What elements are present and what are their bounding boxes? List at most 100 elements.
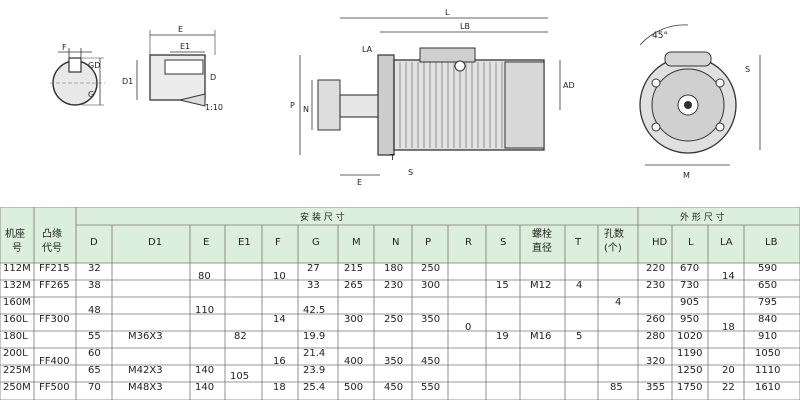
end-label-angle: 45° <box>652 31 668 41</box>
frame-250m: 250M <box>3 382 31 393</box>
frame-200l: 200L <box>3 348 28 359</box>
group-outline-header: 外 形 尺 寸 <box>680 211 725 223</box>
technical-drawing: F GD G E E1 D1 D 1:10 <box>50 8 761 187</box>
g-19-9: 19.9 <box>303 331 325 342</box>
header-d1: D1 <box>148 237 162 248</box>
flange-ff500: FF500 <box>39 382 70 393</box>
e-140b: 140 <box>195 382 214 393</box>
header-e: E <box>203 237 209 248</box>
g-23-9: 23.9 <box>303 365 325 376</box>
g-21-4: 21.4 <box>303 348 325 359</box>
flange-ff300: FF300 <box>39 314 70 325</box>
header-holes-line1: 孔数 <box>604 227 624 240</box>
side-label-t: T <box>389 153 395 162</box>
d-65: 65 <box>88 365 101 376</box>
l-670: 670 <box>680 263 699 274</box>
header-d: D <box>90 237 98 248</box>
d-48: 48 <box>88 305 101 316</box>
frame-112m: 112M <box>3 263 31 274</box>
lb-590: 590 <box>758 263 777 274</box>
d1-m36: M36X3 <box>128 331 163 342</box>
taper-label: 1:10 <box>205 103 223 112</box>
la-14: 14 <box>722 271 735 282</box>
f-14: 14 <box>273 314 286 325</box>
header-f: F <box>275 237 281 248</box>
header-la: LA <box>720 237 733 248</box>
p-450: 450 <box>421 356 440 367</box>
n-180: 180 <box>384 263 403 274</box>
lb-650: 650 <box>758 280 777 291</box>
s-15: 15 <box>496 280 509 291</box>
side-label-n: N <box>303 105 309 114</box>
l-1750: 1750 <box>677 382 702 393</box>
frame-160m: 160M <box>3 297 31 308</box>
frame-132m: 132M <box>3 280 31 291</box>
r-0: 0 <box>465 322 471 333</box>
shaft-keyway-section: F GD G <box>50 43 105 106</box>
header-holes-line2: (个) <box>604 242 622 254</box>
group-install-header: 安 装 尺 寸 <box>300 211 345 223</box>
n-450: 450 <box>384 382 403 393</box>
header-hd: HD <box>652 237 668 248</box>
header-n: N <box>392 237 399 248</box>
m-265: 265 <box>344 280 363 291</box>
lb-1050: 1050 <box>755 348 780 359</box>
side-label-p: P <box>290 101 295 110</box>
d1-m42: M42X3 <box>128 365 163 376</box>
n-230: 230 <box>384 280 403 291</box>
n-350: 350 <box>384 356 403 367</box>
spec-table: 安 装 尺 寸 外 形 尺 寸 机座 号 凸缘 代号 D D1 E E1 F G… <box>0 207 800 400</box>
frame-160l: 160L <box>3 314 28 325</box>
l-905: 905 <box>680 297 699 308</box>
g-27: 27 <box>307 263 320 274</box>
m-400: 400 <box>344 356 363 367</box>
g-42-5: 42.5 <box>303 305 325 316</box>
d-60: 60 <box>88 348 101 359</box>
d1-m48: M48X3 <box>128 382 163 393</box>
shaft-label-e: E <box>178 25 183 34</box>
f-16: 16 <box>273 356 286 367</box>
holes-4: 4 <box>615 297 621 308</box>
hd-220: 220 <box>646 263 665 274</box>
header-t: T <box>574 237 582 248</box>
e-140a: 140 <box>195 365 214 376</box>
key-label-g: G <box>88 90 94 99</box>
p-350: 350 <box>421 314 440 325</box>
header-lb: LB <box>765 237 778 248</box>
shaft-label-e1: E1 <box>180 42 190 51</box>
frame-225m: 225M <box>3 365 31 376</box>
side-label-lb: LB <box>460 22 470 31</box>
bolt-m16: M16 <box>530 331 551 342</box>
header-bolt-line2: 直径 <box>532 241 552 254</box>
side-label-la: LA <box>362 45 373 54</box>
shaft-label-d1: D1 <box>122 77 133 86</box>
t-4: 4 <box>576 280 582 291</box>
l-950: 950 <box>680 314 699 325</box>
l-1250: 1250 <box>677 365 702 376</box>
p-300: 300 <box>421 280 440 291</box>
header-g: G <box>312 237 320 248</box>
key-label-f: F <box>62 43 67 52</box>
header-flange-line2: 代号 <box>42 242 62 254</box>
flange-ff265: FF265 <box>39 280 70 291</box>
side-label-e: E <box>357 178 362 187</box>
l-730: 730 <box>680 280 699 291</box>
motor-side-view: L LB LA AD P N T E S <box>290 8 575 187</box>
shaft-label-d: D <box>210 73 216 82</box>
lb-910: 910 <box>758 331 777 342</box>
holes-85: 85 <box>610 382 623 393</box>
p-550: 550 <box>421 382 440 393</box>
side-label-ad: AD <box>563 81 575 90</box>
f-18: 18 <box>273 382 286 393</box>
n-250: 250 <box>384 314 403 325</box>
hd-355: 355 <box>646 382 665 393</box>
header-e1: E1 <box>238 237 251 248</box>
end-label-s: S <box>745 65 750 74</box>
lb-1610: 1610 <box>755 382 780 393</box>
lb-840: 840 <box>758 314 777 325</box>
lb-1110: 1110 <box>755 365 780 376</box>
s-19: 19 <box>496 331 509 342</box>
header-s: S <box>500 237 506 248</box>
flange-ff215: FF215 <box>39 263 70 274</box>
e-80: 80 <box>198 271 211 282</box>
